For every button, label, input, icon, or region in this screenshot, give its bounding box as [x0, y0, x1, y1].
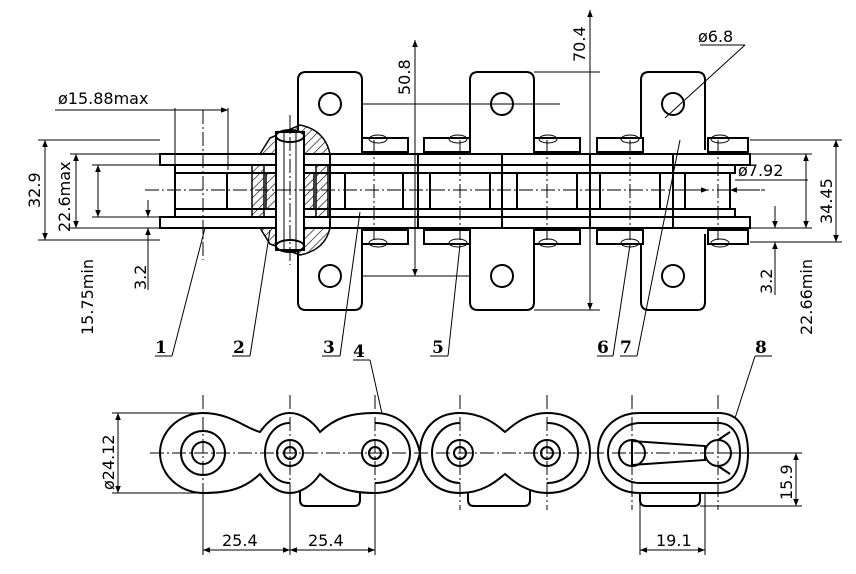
dim-pitch-1: 25.4 [222, 531, 258, 550]
dim-50-8: 50.8 [395, 59, 414, 95]
callout-3: 3 [323, 338, 335, 358]
dim-pitch-2: 25.4 [308, 531, 344, 550]
dim-15-75: 15.75min [78, 259, 97, 335]
callout-6: 6 [597, 338, 609, 358]
dim-roller-diameter: ø15.88max [58, 89, 148, 108]
top-dimensions: ø15.88max 32.9 22.6max 15.75min 3.2 50.8… [25, 10, 842, 335]
callout-4: 4 [353, 342, 365, 362]
callout-5: 5 [432, 338, 444, 358]
top-view [145, 71, 765, 311]
dim-15-9: 15.9 [777, 464, 796, 500]
side-view [150, 395, 760, 510]
callout-2: 2 [233, 338, 245, 358]
callout-7: 7 [620, 338, 632, 358]
dim-32-9: 32.9 [25, 172, 44, 208]
dim-hole-diameter: ø6.8 [698, 27, 733, 46]
side-dimensions: ø24.12 25.4 25.4 19.1 15.9 [99, 412, 802, 555]
dim-70-4: 70.4 [570, 26, 589, 62]
dim-3-2-right: 3.2 [757, 269, 776, 294]
callout-1: 1 [155, 338, 167, 358]
dim-24-12: ø24.12 [99, 434, 118, 490]
lower-attachments [297, 234, 706, 311]
dim-22-6: 22.6max [55, 162, 74, 232]
dim-pin-diameter: ø7.92 [738, 161, 783, 180]
dim-22-66: 22.66min [797, 259, 816, 335]
section-view [232, 124, 331, 256]
dim-34-45: 34.45 [817, 178, 836, 224]
dim-3-2-left: 3.2 [131, 265, 150, 290]
dim-19-1: 19.1 [656, 531, 692, 550]
chain-body [159, 134, 751, 248]
callout-8: 8 [755, 338, 767, 358]
